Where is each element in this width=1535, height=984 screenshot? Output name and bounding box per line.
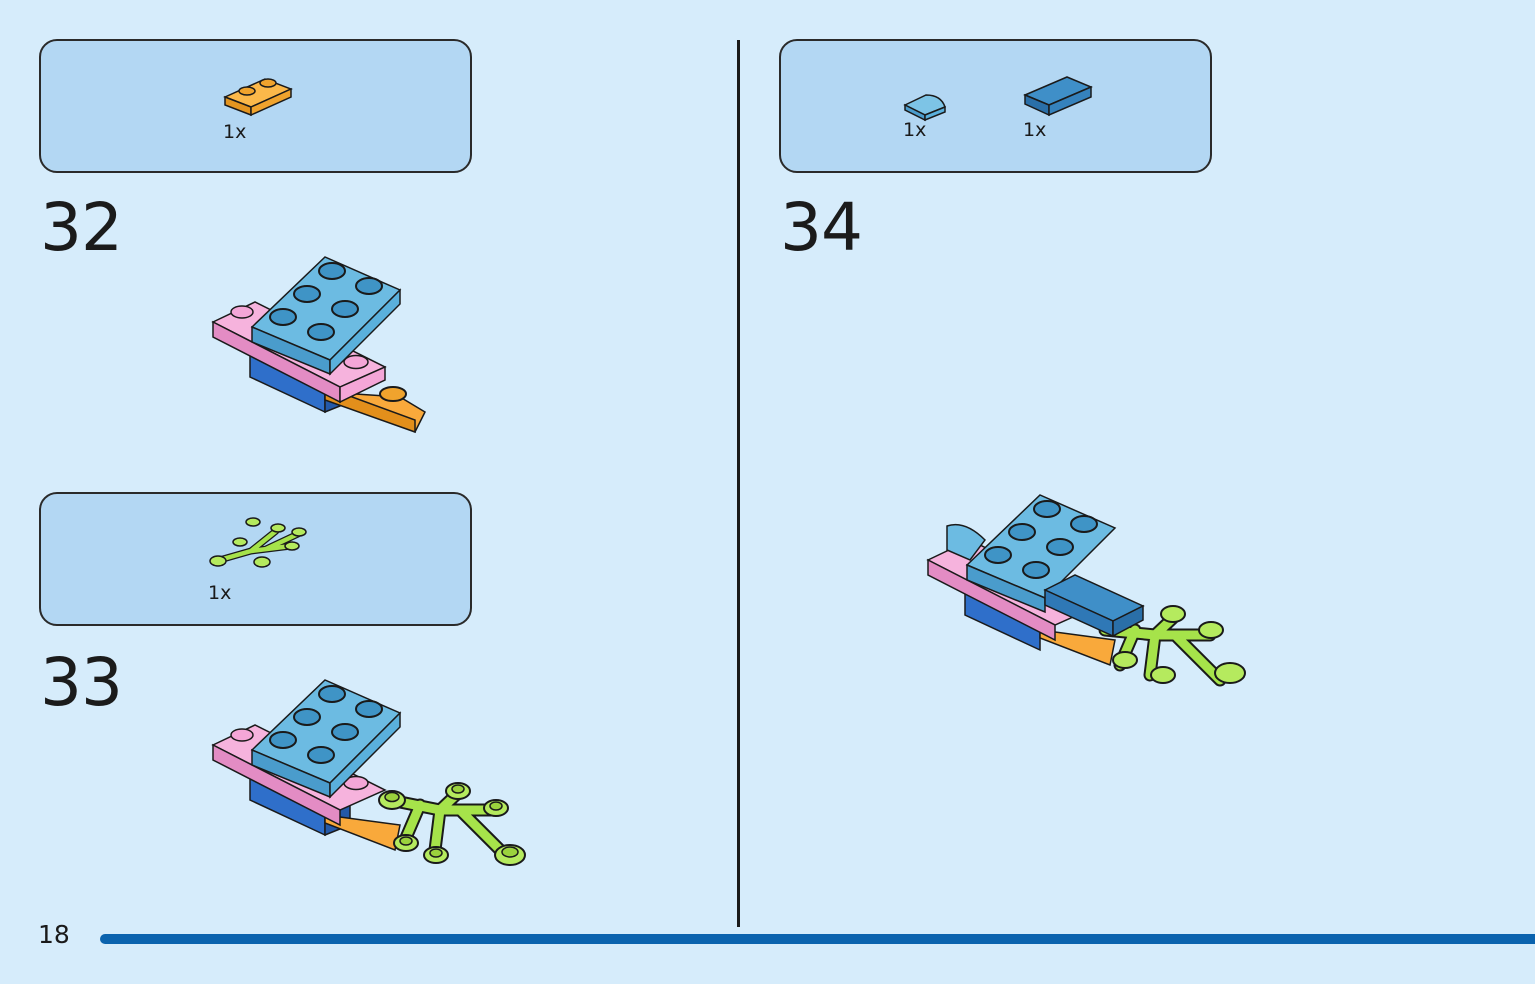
step-number-33: 33 [40, 644, 123, 721]
part-quantity: 1x [903, 119, 927, 141]
quarter-tile-part-icon [903, 94, 946, 122]
blue-tile-part-icon [1023, 76, 1093, 117]
step-number-34: 34 [780, 189, 863, 266]
step-33-model-illustration [211, 679, 526, 866]
step-number-32: 32 [40, 189, 123, 266]
step-32-model-illustration [211, 256, 426, 434]
parts-box-step-32: 1x [39, 39, 472, 173]
parts-box-step-33: 1x [39, 492, 472, 626]
step-34-model-illustration [926, 494, 1246, 687]
page-divider [737, 40, 740, 927]
part-quantity: 1x [223, 121, 247, 143]
part-quantity: 1x [1023, 119, 1047, 141]
footer-accent-bar [100, 934, 1535, 944]
orange-plate-part-icon [223, 78, 293, 117]
part-quantity: 1x [208, 582, 232, 604]
lime-stem-part-icon [209, 517, 307, 568]
parts-box-step-34: 1x 1x [779, 39, 1212, 173]
page-number: 18 [38, 920, 70, 949]
